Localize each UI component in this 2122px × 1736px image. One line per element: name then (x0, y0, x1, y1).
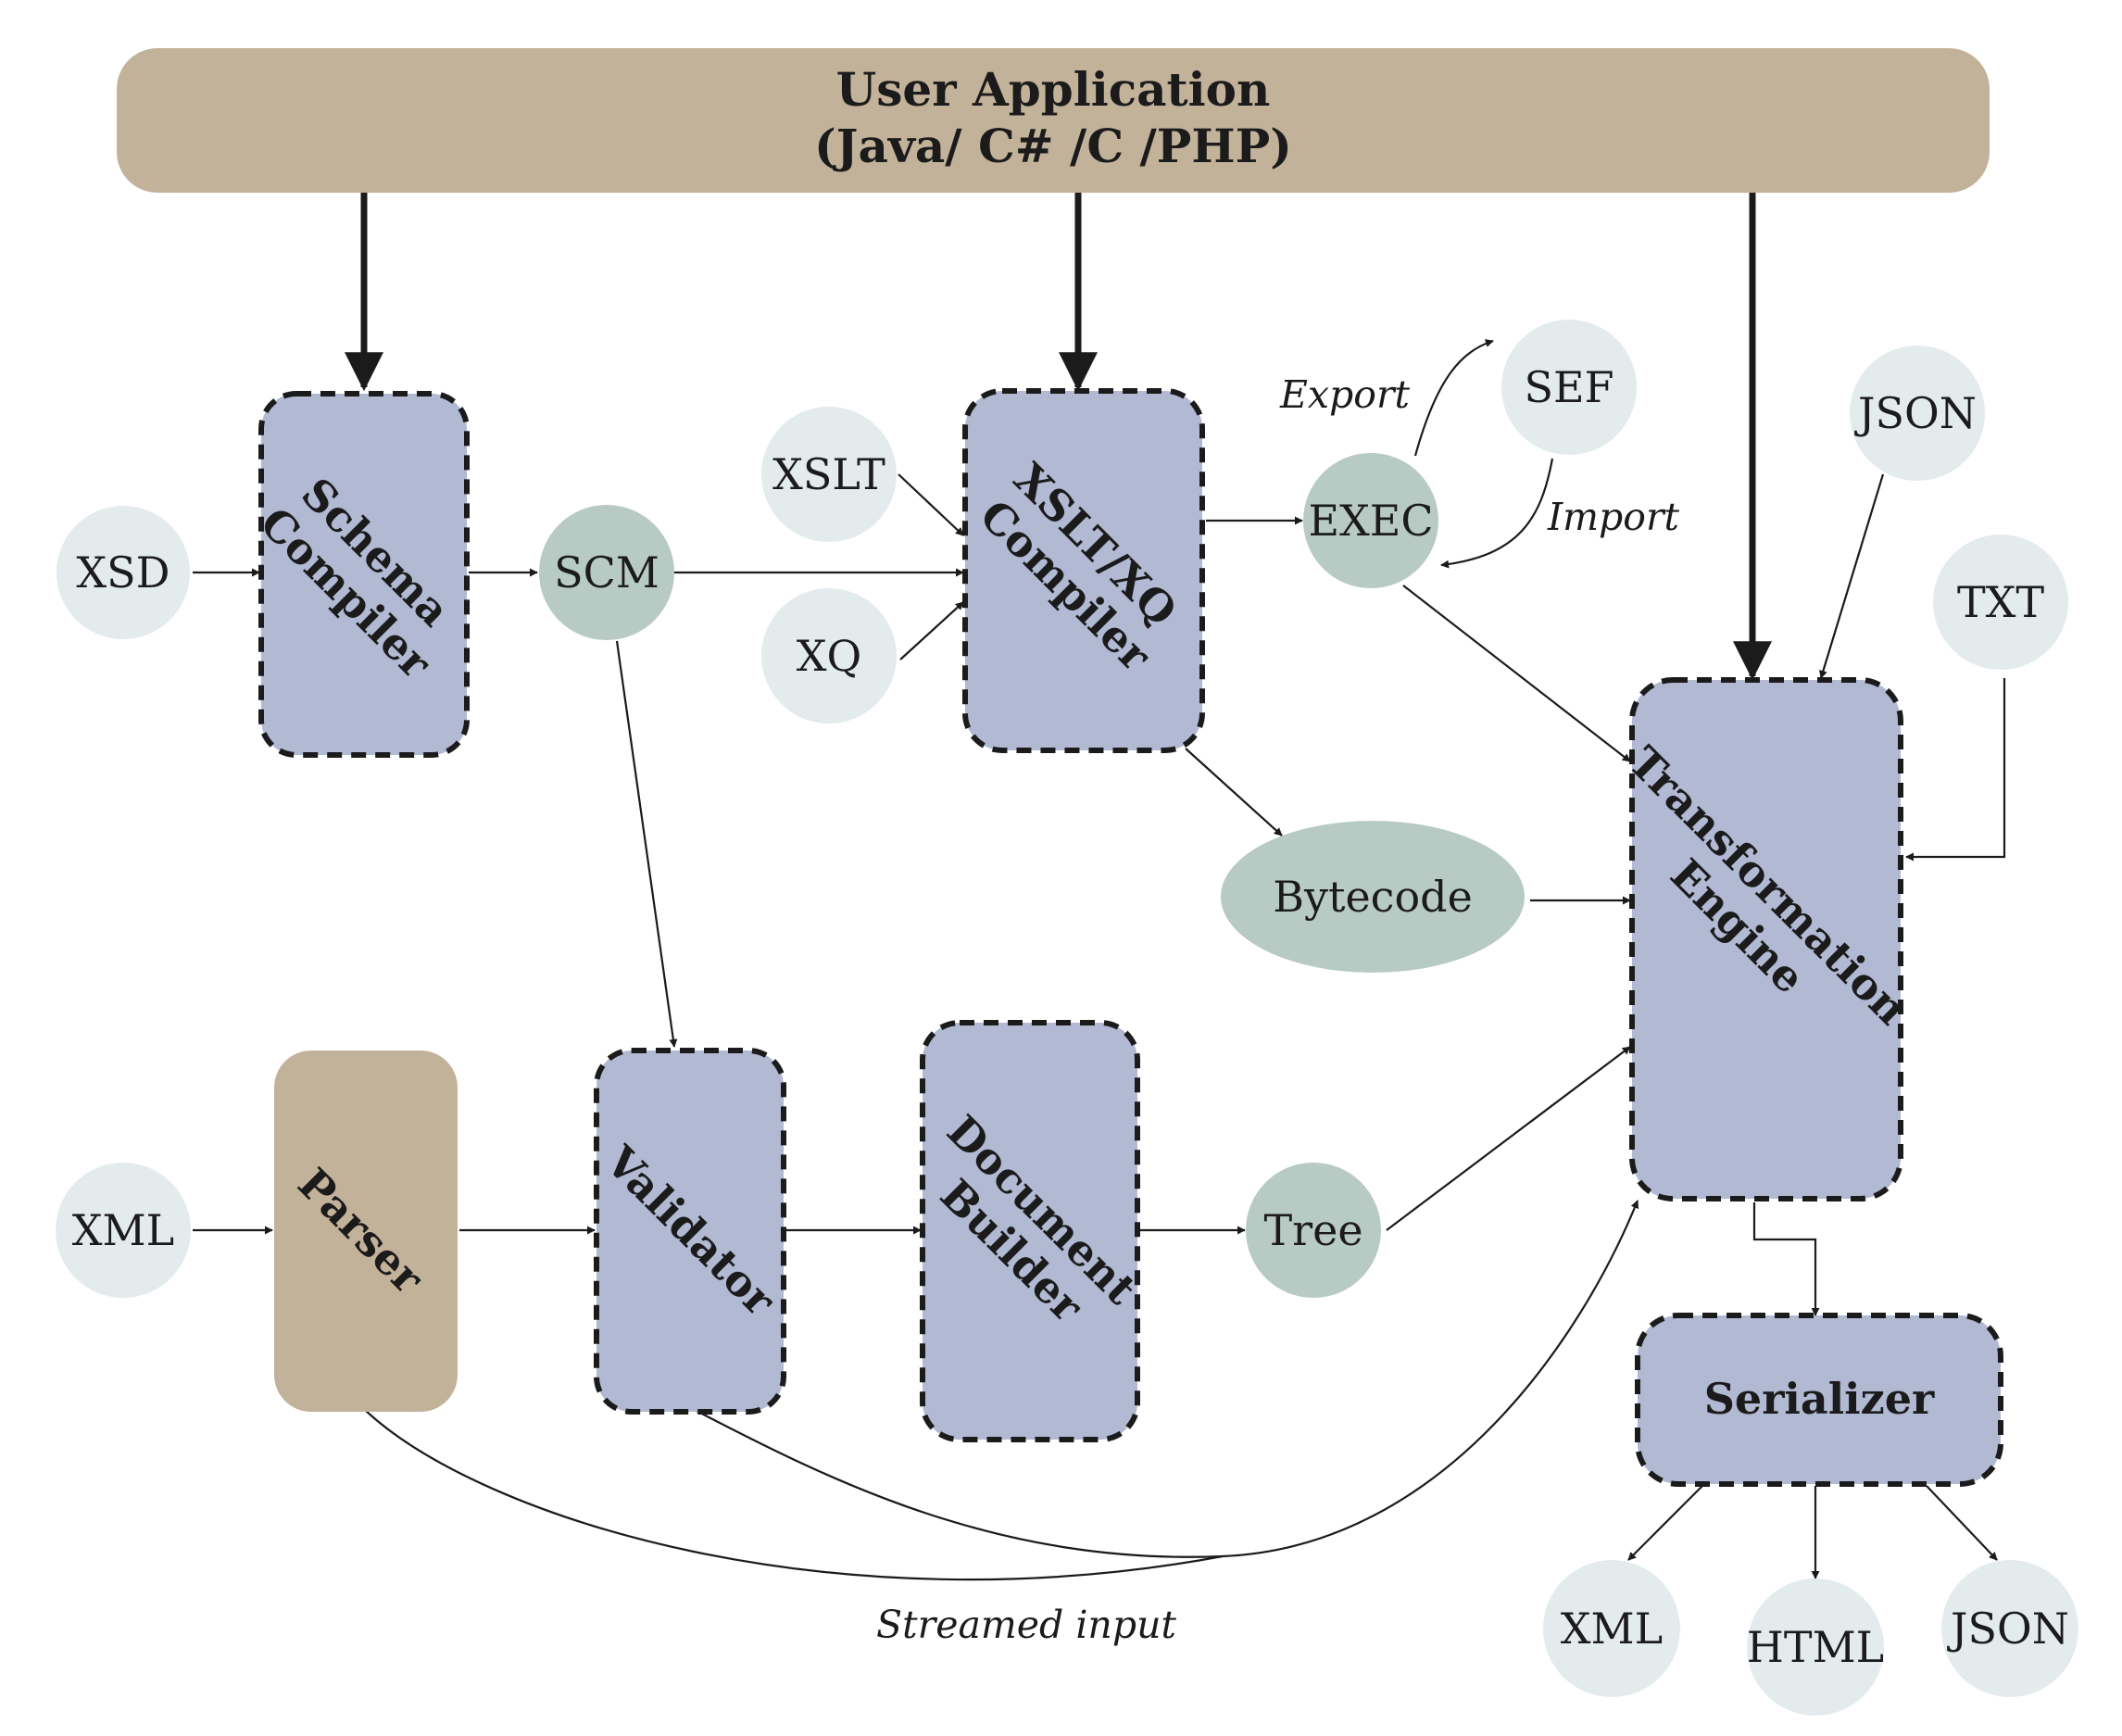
parser-streamed-input-curve (364, 1409, 1224, 1581)
bytecode-label: Bytecode (1273, 872, 1473, 922)
user-application-box: User Application (Java/ C# /C /PHP) (117, 48, 1990, 193)
bytecode-node: Bytecode (1221, 821, 1525, 973)
scm-node: SCM (539, 505, 674, 640)
import-label: Import (1547, 495, 1680, 539)
xq-node: XQ (761, 588, 897, 723)
xq-label: XQ (797, 631, 861, 681)
json-output-node: JSON (1941, 1560, 2078, 1697)
document-builder-box: Document Builder (920, 1020, 1147, 1442)
xsd-label: XSD (76, 547, 170, 598)
exec-to-engine-arrow (1402, 585, 1631, 762)
exec-label: EXEC (1308, 496, 1433, 546)
xsd-node: XSD (57, 506, 190, 639)
transformation-engine-box: Transformation Engine (1619, 677, 1916, 1201)
tree-node: Tree (1246, 1163, 1381, 1298)
sef-label: SEF (1524, 362, 1613, 412)
txt-input-label: TXT (1957, 577, 2044, 627)
compiler-to-bytecode-arrow (1185, 748, 1283, 837)
serializer-box: Serializer (1635, 1313, 2003, 1487)
xslt-compiler-box: XSLT/XQ Compiler (962, 388, 1205, 753)
xq-to-compiler-arrow (899, 601, 964, 660)
txt-input-node: TXT (1933, 535, 2068, 670)
parser-box: Parser (274, 1050, 458, 1412)
exec-node: EXEC (1303, 453, 1438, 588)
txt-to-engine-arrow (1905, 678, 2006, 862)
tree-label: Tree (1263, 1205, 1362, 1255)
json-input-label: JSON (1854, 388, 1977, 438)
connectors (193, 193, 2006, 1581)
validator-box: Validator (594, 1048, 786, 1415)
xml-output-node: XML (1543, 1560, 1680, 1697)
xslt-to-compiler-arrow (898, 473, 964, 536)
json-input-node: JSON (1850, 346, 1985, 481)
sef-node: SEF (1501, 320, 1637, 455)
serializer-to-json-arrow (1926, 1485, 1998, 1561)
serializer-to-xml-arrow (1627, 1485, 1703, 1561)
xslt-node: XSLT (761, 407, 897, 542)
json-to-engine-arrow (1819, 473, 1885, 679)
xml-input-label: XML (72, 1205, 174, 1255)
engine-to-serializer-arrow (1752, 1202, 1820, 1316)
user-application-languages: (Java/ C# /C /PHP) (814, 119, 1292, 173)
scm-to-validator-arrow (615, 640, 678, 1048)
scm-label: SCM (554, 547, 659, 598)
xslt-label: XSLT (772, 449, 885, 499)
user-application-title: User Application (836, 62, 1271, 117)
json-output-label: JSON (1947, 1604, 2069, 1654)
sef-import-exec-arrow (1440, 458, 1554, 569)
schema-compiler-box: Schema Compiler (250, 391, 470, 758)
xml-input-node: XML (56, 1163, 191, 1298)
streamed-input-label: Streamed input (876, 1603, 1176, 1647)
html-output-node: HTML (1747, 1579, 1884, 1716)
xml-output-label: XML (1561, 1604, 1663, 1654)
validator-streamed-input-curve (694, 1200, 1639, 1558)
html-output-label: HTML (1747, 1622, 1884, 1672)
tree-to-engine-arrow (1386, 1046, 1631, 1231)
export-label: Export (1279, 372, 1411, 417)
serializer-label: Serializer (1704, 1374, 1935, 1424)
exec-export-sef-arrow (1413, 339, 1494, 457)
